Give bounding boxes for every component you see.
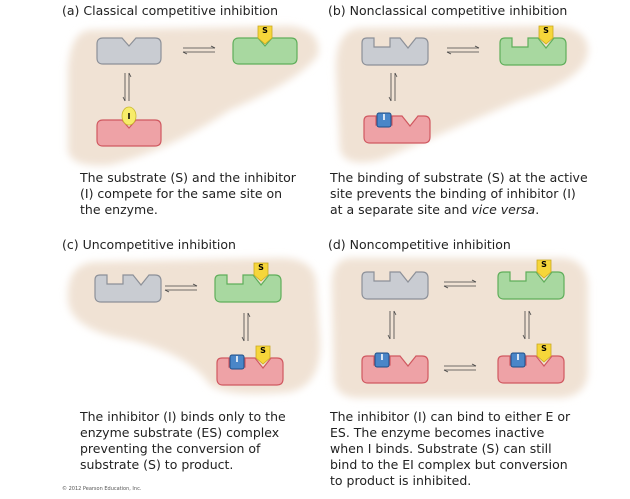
- enzyme-ei: [363, 115, 431, 144]
- enzyme-e: [361, 271, 429, 300]
- svg-text:S: S: [258, 263, 264, 272]
- svg-text:I: I: [383, 113, 386, 122]
- svg-text:S: S: [541, 260, 547, 269]
- substrate-tag: S: [257, 25, 273, 45]
- enzyme-es: [214, 274, 282, 303]
- inhibitor-tag: I: [374, 352, 390, 368]
- enzyme-es: [499, 37, 567, 66]
- inhibitor-tag: I: [121, 106, 137, 126]
- svg-text:I: I: [381, 353, 384, 362]
- svg-text:S: S: [541, 344, 547, 353]
- substrate-tag: S: [536, 259, 552, 279]
- inhibitor-tag: I: [376, 112, 392, 128]
- substrate-tag: S: [538, 25, 554, 45]
- substrate-tag: S: [253, 262, 269, 282]
- enzyme-esi: [216, 357, 284, 386]
- panel-d-title: (d) Noncompetitive inhibition: [328, 237, 511, 252]
- svg-text:I: I: [236, 355, 239, 364]
- copyright: © 2012 Pearson Education, Inc.: [62, 486, 142, 492]
- enzyme-e: [94, 274, 162, 303]
- panel-b-caption: The binding of substrate (S) at the acti…: [330, 170, 588, 217]
- panel-b-title: (b) Nonclassical competitive inhibition: [328, 3, 568, 18]
- svg-text:S: S: [262, 26, 268, 35]
- enzyme-es: [497, 271, 565, 300]
- substrate-tag: S: [255, 345, 271, 365]
- panel-a-caption: The substrate (S) and the inhibitor (I) …: [80, 170, 296, 217]
- panel-c-title: (c) Uncompetitive inhibition: [62, 237, 236, 252]
- panel-c-caption: The inhibitor (I) binds only to the enzy…: [80, 409, 286, 472]
- substrate-tag: S: [536, 343, 552, 363]
- panel-d-caption: The inhibitor (I) can bind to either E o…: [330, 409, 571, 488]
- enzyme-esi: [497, 355, 565, 384]
- inhibitor-tag: I: [510, 352, 526, 368]
- inhibitor-tag: I: [229, 354, 245, 370]
- panel-a-title: (a) Classical competitive inhibition: [62, 3, 278, 18]
- svg-text:S: S: [543, 26, 549, 35]
- enzyme-ei: [361, 355, 429, 384]
- svg-text:S: S: [260, 346, 266, 355]
- svg-text:I: I: [128, 112, 131, 121]
- enzyme-e: [361, 37, 429, 66]
- svg-text:I: I: [517, 353, 520, 362]
